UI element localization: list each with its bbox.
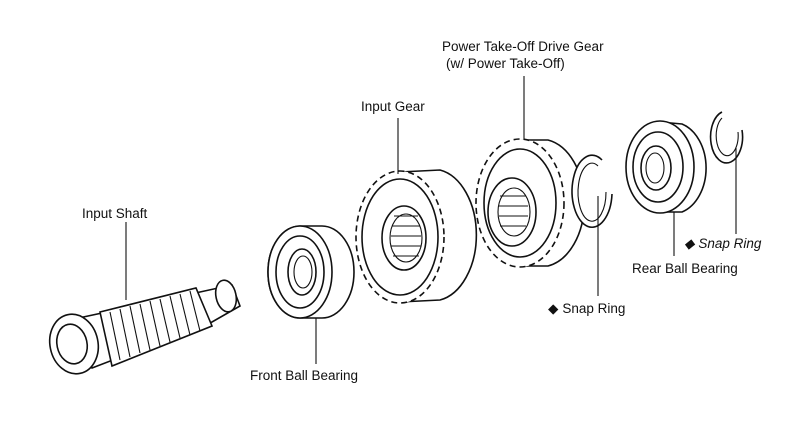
label-rear-ball-bearing: Rear Ball Bearing [632,261,738,276]
label-front-ball-bearing: Front Ball Bearing [250,368,358,383]
pto-drive-gear [475,138,585,268]
snap-ring-front [571,154,613,229]
label-input-gear: Input Gear [361,99,425,114]
label-input-shaft: Input Shaft [82,206,148,221]
input-shaft [48,279,241,375]
label-pto-gear-line2: (w/ Power Take-Off) [446,56,565,71]
leader-lines [125,76,737,364]
label-snap-ring-front: ◆Snap Ring [548,301,625,316]
front-ball-bearing [267,225,355,319]
label-snap-ring-rear: ◆Snap Ring [684,236,762,251]
rear-ball-bearing [625,120,707,214]
diamond-marker-icon: ◆ [548,301,559,316]
snap-ring-rear [709,111,744,164]
input-gear [355,169,478,304]
diamond-marker-icon: ◆ [684,236,696,251]
label-pto-gear-line1: Power Take-Off Drive Gear [442,39,604,54]
